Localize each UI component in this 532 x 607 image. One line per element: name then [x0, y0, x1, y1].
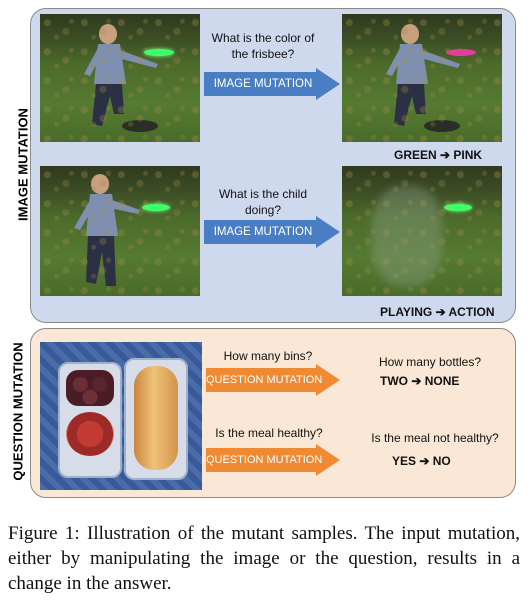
- mutated-image-2: [342, 166, 502, 296]
- question-result-1: TWO ➔ NONE: [380, 374, 460, 388]
- right-bin: [124, 358, 188, 480]
- image-question-1: What is the color of the frisbee?: [211, 31, 315, 61]
- original-question-2: Is the meal healthy?: [215, 426, 323, 440]
- image-mutation-arrow-1: IMAGE MUTATION: [204, 68, 342, 100]
- image-mutation-arrow-label-1: IMAGE MUTATION: [213, 78, 313, 90]
- mutated-image-1: [342, 14, 502, 142]
- question-mutation-arrow-2: QUESTION MUTATION: [206, 444, 340, 476]
- question-result-2: YES ➔ NO: [392, 454, 451, 468]
- question-mutation-arrow-1: QUESTION MUTATION: [206, 364, 340, 396]
- frisbee-icon: [142, 204, 170, 211]
- blurred-child-region: [372, 186, 442, 286]
- image-question-2: What is the child doing?: [218, 187, 308, 217]
- salami: [66, 412, 114, 456]
- original-image-2: [40, 166, 200, 296]
- image-mutation-arrow-label-2: IMAGE MUTATION: [213, 226, 313, 238]
- question-mutation-arrow-label-1: QUESTION MUTATION: [206, 374, 323, 386]
- image-mutation-side-label: IMAGE MUTATION: [15, 108, 31, 221]
- image-result-1: GREEN ➔ PINK: [394, 148, 483, 162]
- question-mutation-side-label: QUESTION MUTATION: [10, 342, 26, 481]
- mutated-question-2: Is the meal not healthy?: [371, 431, 499, 445]
- figure-caption: Figure 1: Illustration of the mutant sam…: [8, 523, 520, 594]
- image-result-2: PLAYING ➔ ACTION: [380, 305, 495, 319]
- left-bin: [58, 362, 122, 478]
- frisbee-icon: [444, 204, 472, 211]
- grapes: [66, 370, 114, 406]
- question-mutation-arrow-label-2: QUESTION MUTATION: [206, 454, 323, 466]
- lunchbox-image: [40, 342, 202, 490]
- child-figure: [386, 24, 460, 132]
- bread: [134, 366, 178, 470]
- child-figure: [84, 24, 158, 132]
- frisbee-icon: [446, 49, 476, 56]
- image-mutation-arrow-2: IMAGE MUTATION: [204, 216, 342, 248]
- frisbee-icon: [144, 49, 174, 56]
- child-figure: [74, 174, 140, 286]
- original-question-1: How many bins?: [223, 349, 313, 363]
- original-image-1: [40, 14, 200, 142]
- mutated-question-1: How many bottles?: [378, 355, 482, 369]
